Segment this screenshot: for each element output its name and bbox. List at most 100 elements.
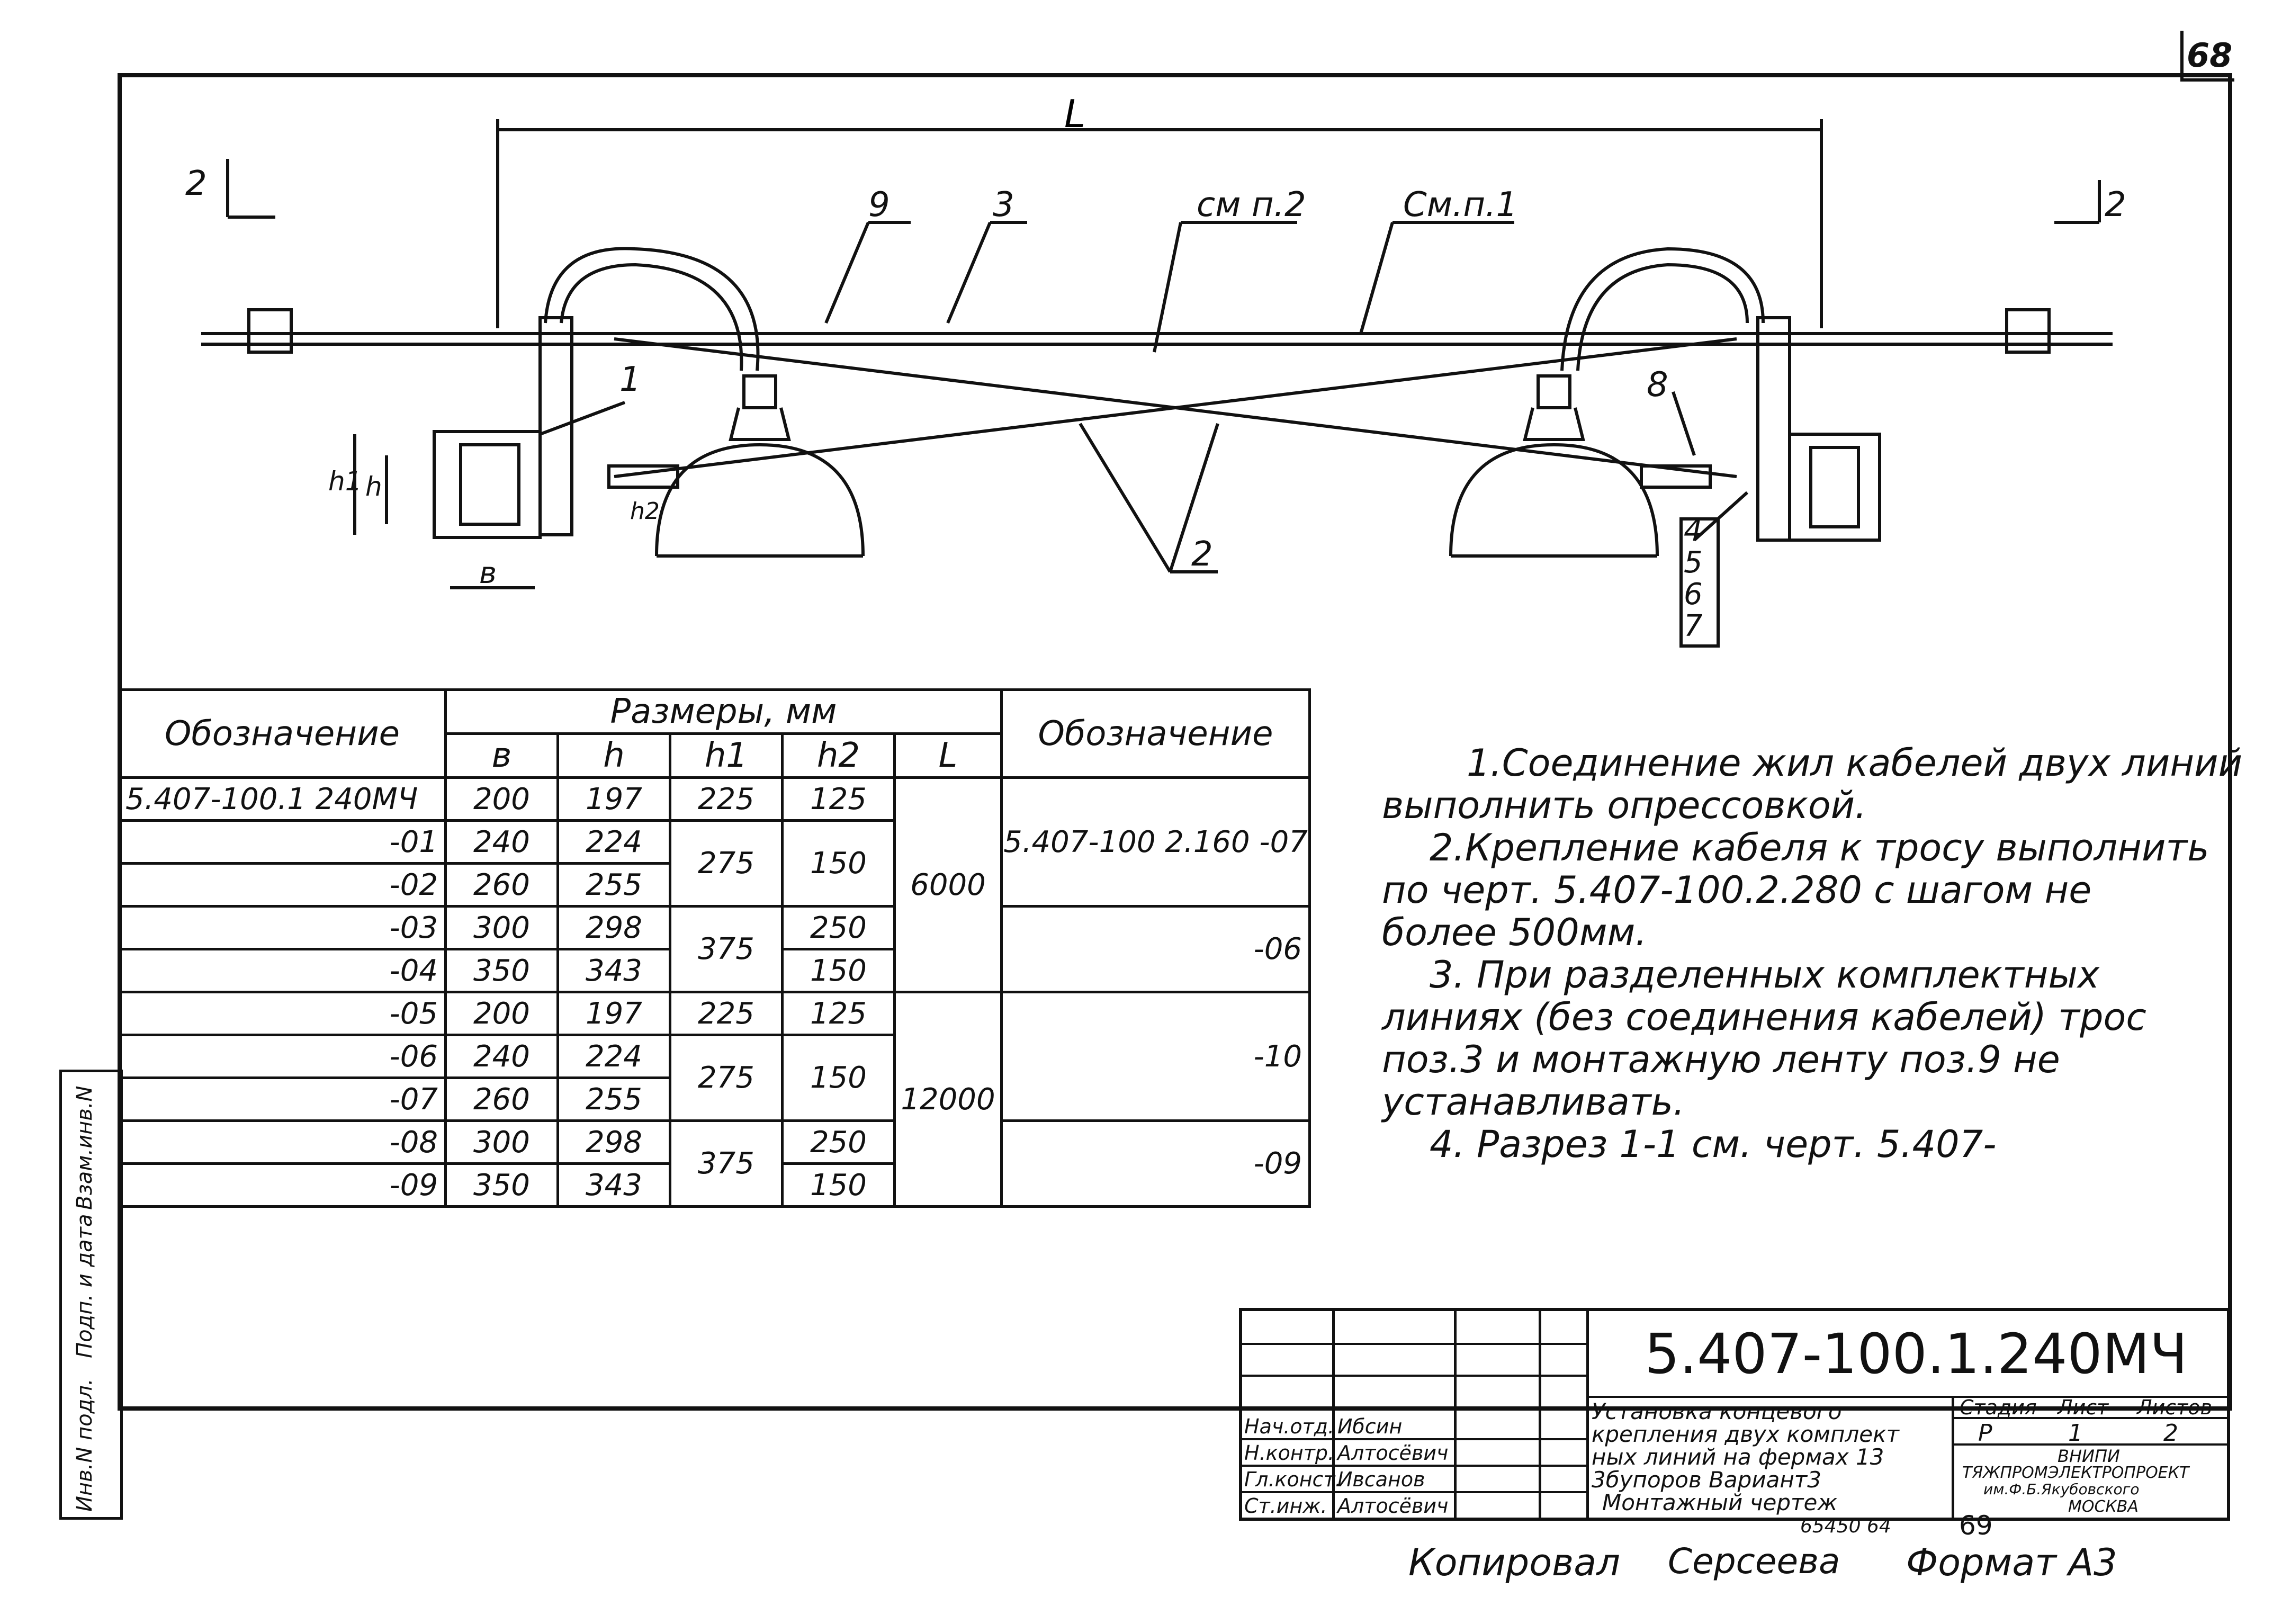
cell-des: -08 <box>118 1119 447 1165</box>
cell-b: 200 <box>444 991 559 1036</box>
role: Нач.отд. <box>1244 1415 1335 1438</box>
table-row: -04 350 343 150 <box>118 948 1310 993</box>
role: Гл.конст. <box>1244 1468 1342 1491</box>
callout-8: 8 <box>1647 365 1668 405</box>
cell-des: -06 <box>118 1034 447 1079</box>
side-stamp-inv: Инв.N подл. <box>73 1378 97 1512</box>
dim-h1: h1 <box>328 466 362 497</box>
cell-des: 5.407-100.1 240МЧ <box>118 776 447 822</box>
callout-2: 2 <box>1191 535 1213 574</box>
callout-see-note2: см п.2 <box>1197 185 1306 225</box>
cell-L: 6000 <box>893 776 1003 993</box>
cell-des2: -09 <box>1000 1119 1311 1208</box>
cell-h1: 275 <box>669 1034 784 1122</box>
stage-value: Р <box>1978 1420 1992 1447</box>
title-line: крепления двух комплект <box>1592 1421 1899 1447</box>
cell-L: 12000 <box>893 991 1003 1208</box>
side-stamp-sign: Подп. и дата <box>73 1214 97 1358</box>
th-b: в <box>444 732 559 779</box>
section-right-label: 2 <box>2105 185 2126 225</box>
copy-ref: 65450 64 <box>1800 1515 1891 1537</box>
callout-6: 6 <box>1684 577 1703 612</box>
th-sizes: Размеры, мм <box>444 688 1003 735</box>
person-name: Алтосёвич <box>1337 1494 1449 1518</box>
cell-des: -07 <box>118 1076 447 1122</box>
table-row: -03 300 298 375 250 -06 <box>118 905 1311 993</box>
page-number: 68 <box>2187 36 2233 75</box>
dimensions-table: Обозначение Размеры, мм Обозначение в h … <box>118 688 1311 1208</box>
callout-1: 1 <box>619 360 641 399</box>
cell-b: 350 <box>444 1162 559 1208</box>
title-line: 3бупоров Вариант3 <box>1592 1467 1821 1493</box>
cell-b: 260 <box>444 862 559 908</box>
org-line: МОСКВА <box>2068 1497 2139 1516</box>
role: Ст.инж. <box>1244 1494 1327 1518</box>
table-row: 5.407-100.1 240МЧ 200 197 225 125 6000 5… <box>118 776 1311 993</box>
callout-9: 9 <box>868 185 890 225</box>
copied-label: Копировал <box>1408 1541 1620 1584</box>
note-line: 1.Соединение жил кабелей двух линий <box>1467 741 2243 785</box>
dim-h: h <box>365 471 382 502</box>
cell-h: 255 <box>556 1076 671 1122</box>
cell-h1: 375 <box>669 1119 784 1208</box>
cell-des2: -06 <box>1000 905 1311 993</box>
cell-b: 200 <box>444 776 559 822</box>
side-stamp: Инв.N подл. Подп. и дата Взам.инв.N <box>59 1070 123 1520</box>
dim-L-label: L <box>1064 92 1085 136</box>
cell-h: 343 <box>556 1162 671 1208</box>
cell-b: 260 <box>444 1076 559 1122</box>
sheets-label: Листов <box>2137 1396 2212 1419</box>
cell-des: -01 <box>118 819 447 865</box>
table-row: -09 350 343 150 <box>118 1162 1310 1208</box>
table-row: -01 240 224 275 150 <box>118 819 1310 908</box>
cell-b: 300 <box>444 905 559 950</box>
dim-b: в <box>479 556 497 590</box>
note-line: устанавливать. <box>1382 1080 1685 1124</box>
cell-h2: 150 <box>781 948 896 993</box>
person-name: Алтосёвич <box>1337 1441 1449 1465</box>
role: Н.контр. <box>1244 1441 1335 1465</box>
doc-code: 5.407-100.1.240МЧ <box>1645 1322 2188 1386</box>
sheet-value: 1 <box>2068 1420 2083 1447</box>
cell-h: 255 <box>556 862 671 908</box>
person-name: Ибсин <box>1337 1415 1403 1438</box>
th-L: L <box>893 732 1003 779</box>
org-line: ТЯЖПРОМЭЛЕКТРОПРОЕКТ <box>1962 1464 2189 1482</box>
cell-des: -02 <box>118 862 447 908</box>
th-h1: h1 <box>669 732 784 779</box>
th-h2: h2 <box>781 732 896 779</box>
cell-h2: 150 <box>781 1034 896 1122</box>
th-designation: Обозначение <box>118 688 447 779</box>
callout-3: 3 <box>993 185 1014 225</box>
note-line: поз.3 и монтажную ленту поз.9 не <box>1382 1038 2060 1081</box>
callout-7: 7 <box>1684 609 1703 643</box>
note-line: 2.Крепление кабеля к тросу выполнить <box>1430 826 2209 869</box>
copier-name: Серсеева <box>1668 1541 1840 1582</box>
table-row: -06 240 224 275 150 <box>118 1034 1310 1122</box>
section-left-label: 2 <box>185 164 207 203</box>
cell-des: -04 <box>118 948 447 993</box>
title-line: ных линий на фермах 13 <box>1592 1444 1884 1470</box>
note-line: линиях (без соединения кабелей) трос <box>1382 995 2146 1039</box>
table-row: -05 200 197 225 125 12000 -10 <box>118 991 1311 1208</box>
stage-label: Стадия <box>1960 1396 2037 1419</box>
cell-h2: 250 <box>781 905 896 950</box>
assembly-drawing: L <box>201 92 2113 648</box>
person-name: Ивсанов <box>1337 1468 1425 1491</box>
cell-b: 300 <box>444 1119 559 1165</box>
title-line: Монтажный чертеж <box>1602 1490 1838 1515</box>
cell-b: 240 <box>444 1034 559 1079</box>
cell-h1: 275 <box>669 819 784 908</box>
title-block: 5.407-100.1.240МЧ Установка концевого кр… <box>1239 1308 2230 1521</box>
dim-h2: h2 <box>630 498 660 525</box>
cell-des: -09 <box>118 1162 447 1208</box>
cell-h: 197 <box>556 776 671 822</box>
callout-4: 4 <box>1684 514 1703 548</box>
cell-h: 298 <box>556 1119 671 1165</box>
org-line: ВНИПИ <box>2058 1446 2120 1466</box>
cell-des2: 5.407-100 2.160 -07 <box>1000 776 1311 908</box>
cell-h: 224 <box>556 819 671 865</box>
cell-des: -03 <box>118 905 447 950</box>
table-row: -08 300 298 375 250 -09 <box>118 1119 1311 1208</box>
cell-des: -05 <box>118 991 447 1036</box>
